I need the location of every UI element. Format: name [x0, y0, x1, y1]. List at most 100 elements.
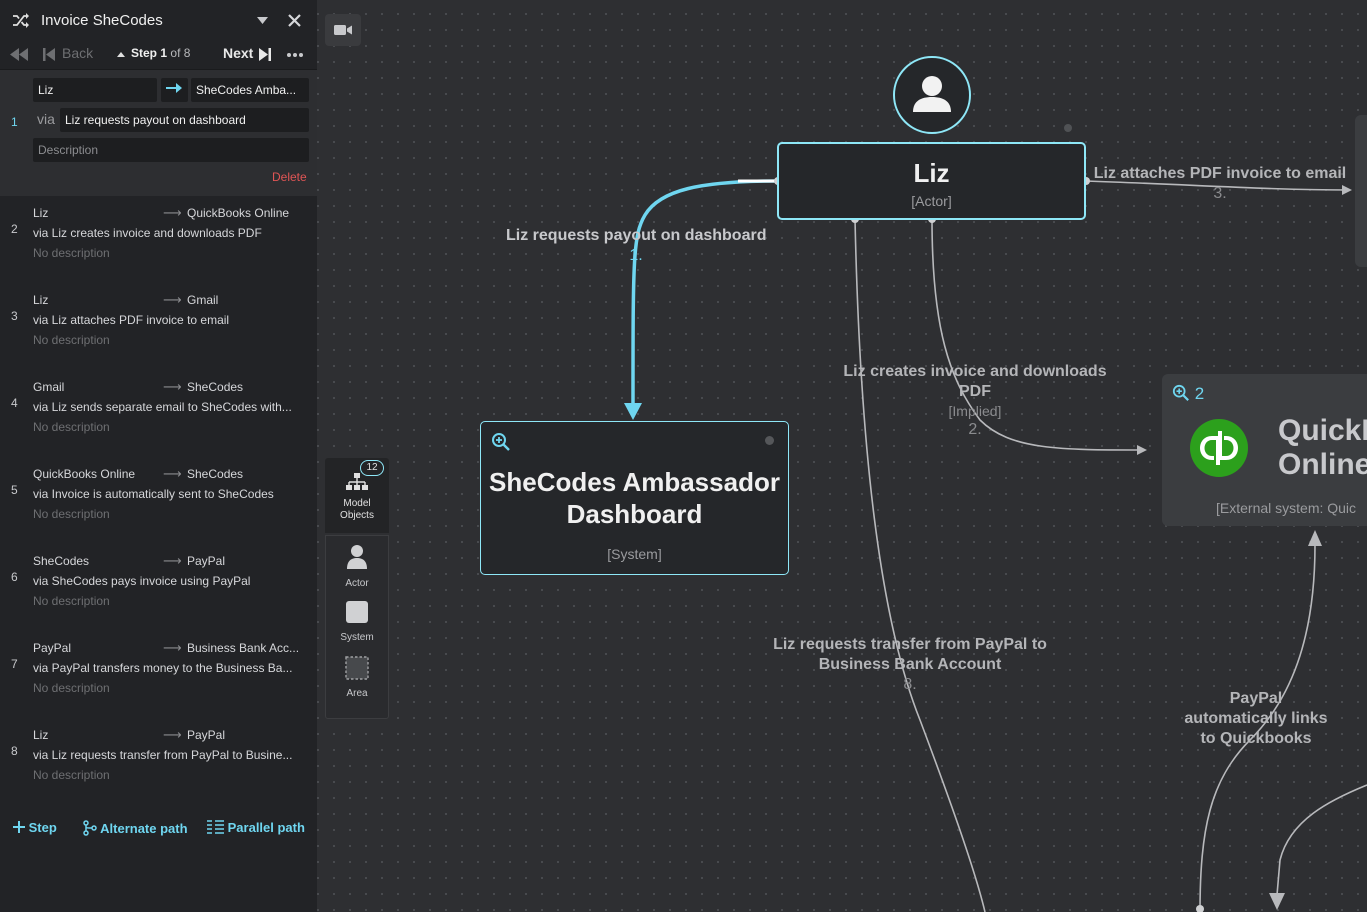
more-options-icon[interactable]: [287, 53, 303, 57]
edge-number: 8.: [903, 676, 917, 693]
system-icon: [346, 601, 368, 623]
edge-1-arrowhead: [624, 403, 642, 420]
branch-icon: [83, 820, 97, 836]
delete-step-button[interactable]: Delete: [272, 170, 307, 184]
chevron-down-icon[interactable]: [257, 17, 268, 24]
step-description: No description: [33, 333, 110, 347]
step-from: PayPal: [33, 641, 72, 655]
edge-number: 2.: [968, 421, 982, 438]
step-from: SheCodes: [33, 554, 90, 568]
model-objects-button[interactable]: 12 Model Objects: [325, 458, 389, 533]
quickbooks-logo-icon: [1190, 419, 1248, 477]
user-icon: [913, 76, 951, 112]
zoom-in-icon[interactable]: [491, 432, 511, 452]
area-icon: [345, 656, 369, 680]
palette-system[interactable]: System: [326, 600, 388, 656]
close-icon[interactable]: [288, 14, 301, 27]
node-quickbooks-online[interactable]: 2 QuickBooks Online [External system: Qu…: [1162, 374, 1367, 526]
next-button[interactable]: Next: [223, 45, 254, 61]
parallel-path-button[interactable]: Parallel path: [207, 820, 305, 835]
area-label: Area: [346, 688, 368, 699]
node-liz[interactable]: Liz [Actor]: [777, 142, 1086, 220]
edge-label-text: Liz creates invoice and downloads PDF: [843, 363, 1107, 400]
model-objects-count: 12: [360, 460, 384, 476]
actor-icon: [347, 545, 367, 569]
step-to: QuickBooks Online: [187, 206, 290, 220]
zoom-count: 2: [1194, 384, 1205, 403]
add-step-button[interactable]: Step: [13, 820, 57, 835]
step-to: PayPal: [187, 554, 226, 568]
flow-title[interactable]: Invoice SheCodes: [41, 12, 163, 29]
edge-label-8[interactable]: Liz requests transfer from PayPal to Bus…: [770, 635, 1050, 695]
edge-8: [854, 218, 986, 912]
arrow-right-icon: ⟶: [163, 553, 182, 568]
step-row-7[interactable]: 7 PayPal ⟶ Business Bank Acc... via PayP…: [0, 636, 317, 723]
edge-bottom-right: [1276, 784, 1367, 896]
palette-actor[interactable]: Actor: [326, 544, 388, 600]
edge-2: [931, 218, 1147, 455]
port-dot: [1196, 905, 1204, 912]
chevron-up-icon[interactable]: [117, 52, 125, 57]
step-row-8[interactable]: 8 Liz ⟶ PayPal via Liz requests transfer…: [0, 723, 317, 810]
step-back-icon[interactable]: [43, 48, 55, 61]
step-row-3[interactable]: 3 Liz ⟶ Gmail via Liz attaches PDF invoi…: [0, 288, 317, 375]
arrow-right-icon: ⟶: [163, 205, 182, 220]
step-from: Gmail: [33, 380, 65, 394]
step-row-5[interactable]: 5 QuickBooks Online ⟶ SheCodes via Invoi…: [0, 462, 317, 549]
step-via-input[interactable]: Liz requests payout on dashboard: [60, 108, 309, 132]
step-via: via Liz creates invoice and downloads PD…: [33, 226, 262, 240]
step-current: 1: [160, 46, 168, 60]
offscreen-node[interactable]: [1355, 115, 1367, 267]
step-row-2[interactable]: 2 Liz ⟶ QuickBooks Online via Liz create…: [0, 201, 317, 288]
step-to: SheCodes: [187, 380, 244, 394]
step-from: Liz: [33, 293, 49, 307]
actor-avatar[interactable]: [893, 56, 971, 134]
step-via: via Liz requests transfer from PayPal to…: [33, 748, 293, 762]
step-number: 8: [11, 744, 18, 758]
step-1-editor: 1 Liz SheCodes Amba... via Liz requests …: [0, 70, 317, 196]
system-label: System: [340, 632, 374, 643]
alternate-path-label: Alternate path: [100, 821, 188, 836]
edge-label-text: Liz requests payout on dashboard: [506, 227, 767, 244]
step-to: Business Bank Acc...: [187, 641, 300, 655]
edge-label-text: Liz attaches PDF invoice to email: [1093, 165, 1347, 182]
port-dot: [1064, 124, 1072, 132]
plus-icon: [13, 821, 25, 833]
step-from: Liz: [33, 728, 49, 742]
edge-bottom-right-arrowhead: [1269, 893, 1285, 910]
direction-toggle[interactable]: [161, 78, 188, 102]
edge-label-text: PayPal automatically links to Quickbooks: [1184, 690, 1328, 747]
step-row-4[interactable]: 4 Gmail ⟶ SheCodes via Liz sends separat…: [0, 375, 317, 462]
edge-label-2[interactable]: Liz creates invoice and downloads PDF [I…: [842, 362, 1108, 440]
zoom-badge[interactable]: 2: [1172, 384, 1204, 404]
step-number: 7: [11, 657, 18, 671]
alternate-path-button[interactable]: Alternate path: [83, 820, 188, 836]
step-to-select[interactable]: SheCodes Amba...: [191, 78, 309, 102]
step-description-input[interactable]: Description: [33, 138, 309, 162]
step-forward-icon[interactable]: [259, 48, 271, 61]
node-shecodes-dashboard[interactable]: SheCodes Ambassador Dashboard [System]: [480, 421, 789, 575]
step-number: 2: [11, 222, 18, 236]
back-button[interactable]: Back: [62, 45, 94, 61]
node-type: [Actor]: [911, 193, 952, 209]
edge-label-paypal[interactable]: PayPal automatically links to Quickbooks: [1180, 689, 1332, 749]
flow-steps-panel: Invoice SheCodes Back Step 1 of 8 Next: [0, 0, 317, 912]
camera-button[interactable]: [325, 14, 361, 46]
step-total: of 8: [170, 46, 191, 60]
step-from-select[interactable]: Liz: [33, 78, 157, 102]
arrow-right-icon: ⟶: [163, 379, 182, 394]
step-to: SheCodes: [187, 467, 244, 481]
model-objects-palette: 12 Model Objects Actor: [325, 458, 389, 719]
hierarchy-icon: [346, 473, 368, 490]
step-row-6[interactable]: 6 SheCodes ⟶ PayPal via SheCodes pays in…: [0, 549, 317, 636]
step-from: QuickBooks Online: [33, 467, 136, 481]
step-number: 3: [11, 309, 18, 323]
step-indicator[interactable]: Step 1 of 8: [131, 46, 190, 60]
edge-label-1[interactable]: Liz requests payout on dashboard 1.: [506, 226, 766, 266]
palette-area[interactable]: Area: [326, 656, 388, 712]
edge-label-3[interactable]: Liz attaches PDF invoice to email 3.: [1092, 164, 1348, 204]
step-via: via SheCodes pays invoice using PayPal: [33, 574, 251, 588]
node-title: SheCodes Ambassador Dashboard: [489, 467, 780, 529]
rewind-icon[interactable]: [10, 48, 28, 61]
